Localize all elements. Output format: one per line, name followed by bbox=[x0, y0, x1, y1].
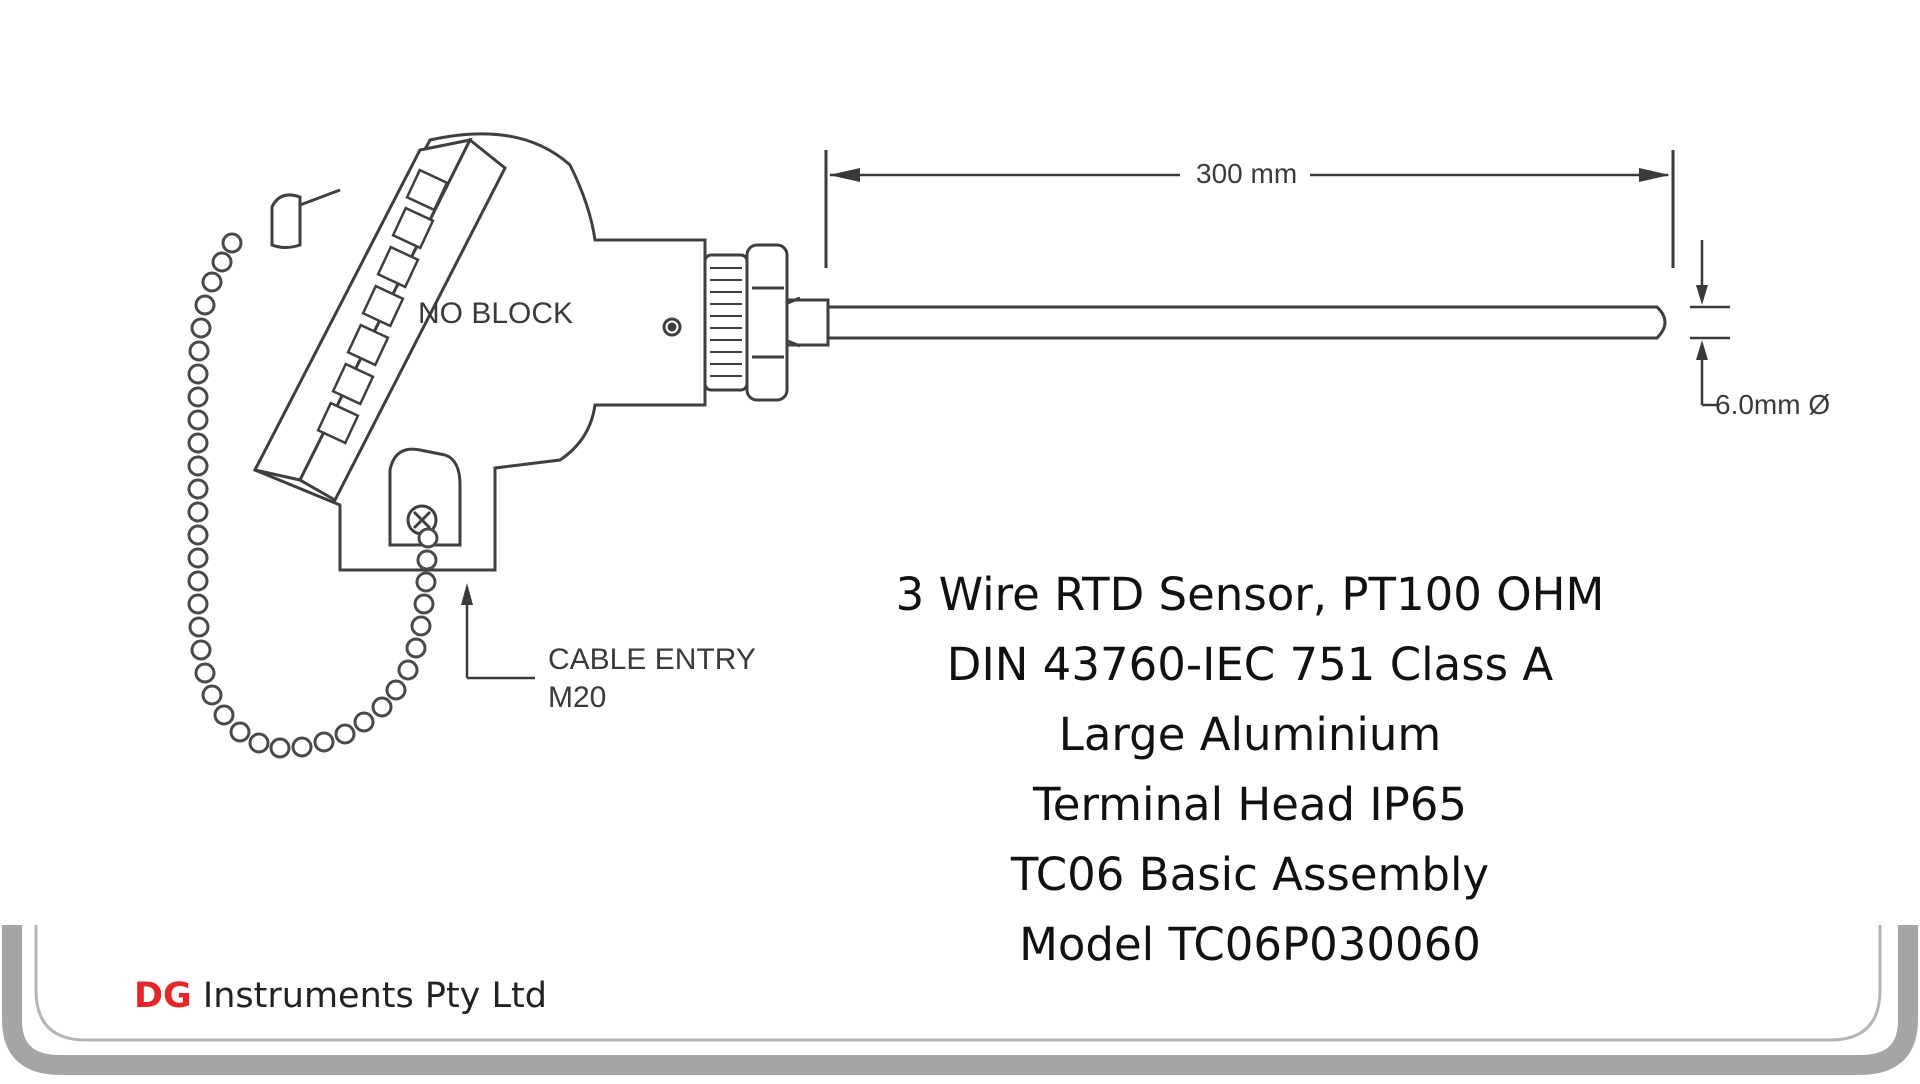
ball-chain bbox=[187, 232, 439, 759]
brand-name: Instruments Pty Ltd bbox=[202, 976, 547, 1016]
length-label: 300 mm bbox=[1190, 158, 1304, 190]
page-frame bbox=[2, 925, 1918, 1075]
probe-sheath bbox=[826, 305, 1667, 340]
spec-line-2: DIN 43760-IEC 751 Class A bbox=[946, 638, 1554, 691]
spec-line-3: Large Aluminium bbox=[1058, 708, 1442, 761]
company-brand: DG Instruments Pty Ltd bbox=[134, 976, 547, 1016]
spec-line-5: TC06 Basic Assembly bbox=[1010, 848, 1490, 901]
cable-entry-size: M20 bbox=[548, 681, 607, 714]
spec-line-4: Terminal Head IP65 bbox=[1032, 778, 1468, 831]
cable-entry-leader bbox=[461, 583, 535, 680]
spec-line-1: 3 Wire RTD Sensor, PT100 OHM bbox=[895, 568, 1605, 621]
cable-entry-label: CABLE ENTRY bbox=[548, 643, 756, 676]
terminal-lid bbox=[252, 137, 507, 503]
brand-prefix: DG bbox=[134, 976, 192, 1016]
diameter-label: 6.0mm Ø bbox=[1715, 389, 1831, 420]
spec-line-6: Model TC06P030060 bbox=[1019, 918, 1481, 971]
diameter-dimension bbox=[1690, 240, 1730, 407]
compression-fitting bbox=[703, 243, 830, 402]
block-label: NO BLOCK bbox=[418, 297, 574, 330]
terminal-head bbox=[252, 132, 707, 572]
length-dimension bbox=[824, 150, 1675, 268]
